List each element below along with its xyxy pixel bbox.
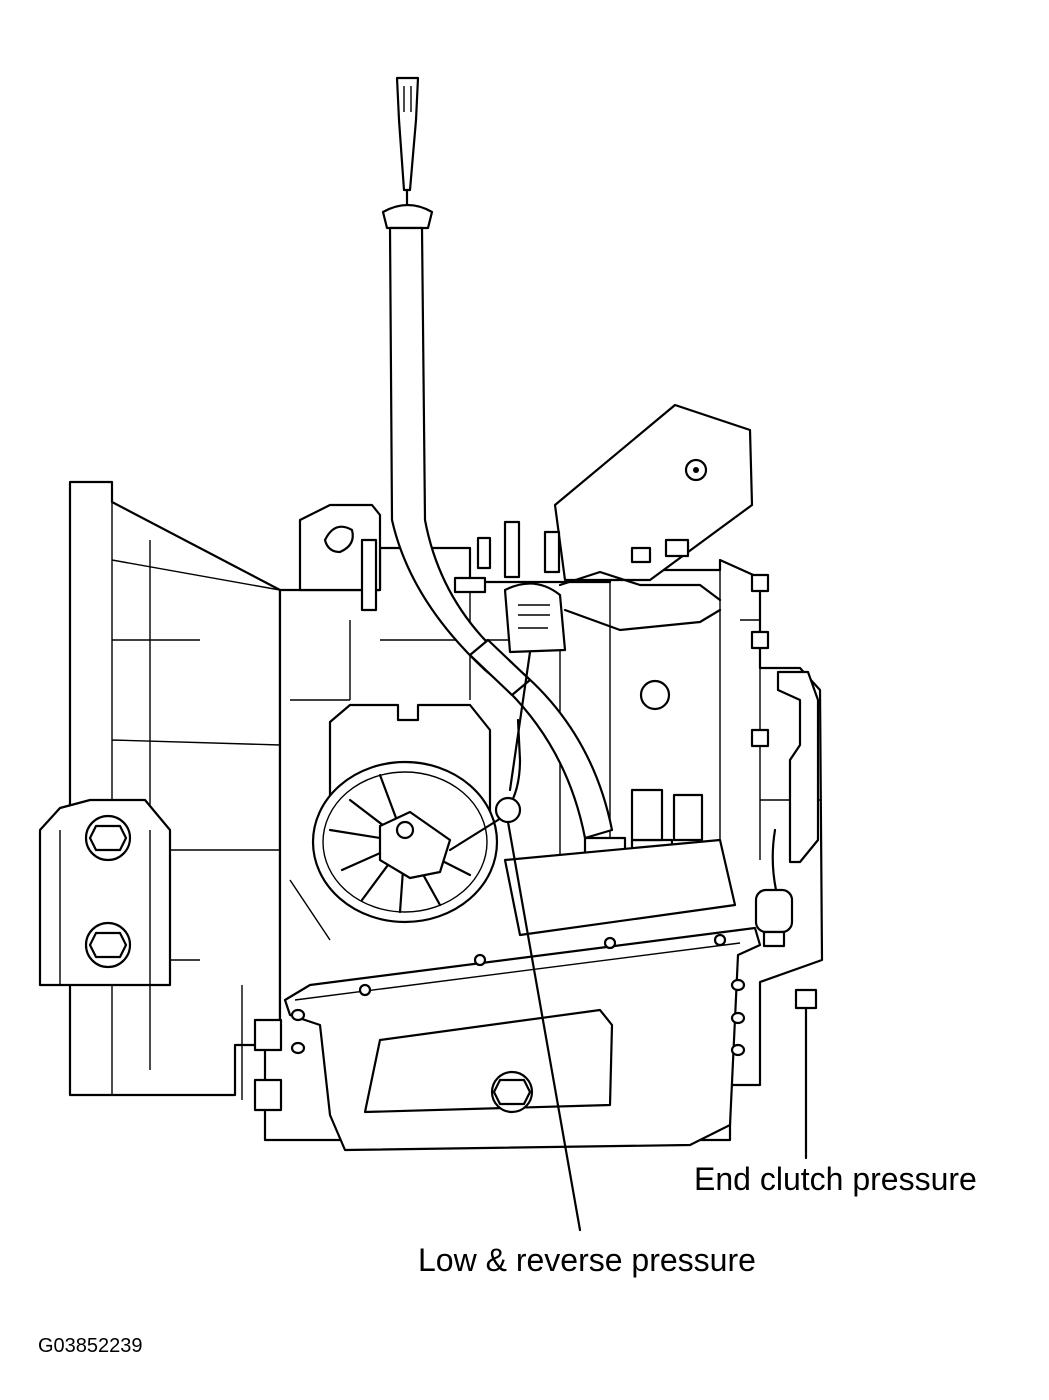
figure-id: G03852239 [38,1335,143,1357]
dipstick [381,76,614,840]
hook-bracket [298,503,382,592]
harness-connector [503,570,722,792]
pan-bolts [290,933,746,1057]
mount-bolt-upper [84,814,132,862]
mount-bolt-lower [84,921,132,969]
top-fittings [360,520,770,748]
mount-bracket [38,798,172,987]
leader-low-reverse [506,820,582,1232]
end-clutch-sensor [754,828,794,948]
label-low-reverse-pressure: Low & reverse pressure [418,1242,756,1278]
low-reverse-port [494,796,522,824]
oil-pan [283,838,762,1152]
end-clutch-port [794,988,818,1010]
bell-housing [68,480,282,1097]
top-bracket [553,403,754,582]
side-cover [776,670,820,864]
label-end-clutch-pressure: End clutch pressure [694,1161,977,1197]
lower-left-bolts [241,985,283,1112]
